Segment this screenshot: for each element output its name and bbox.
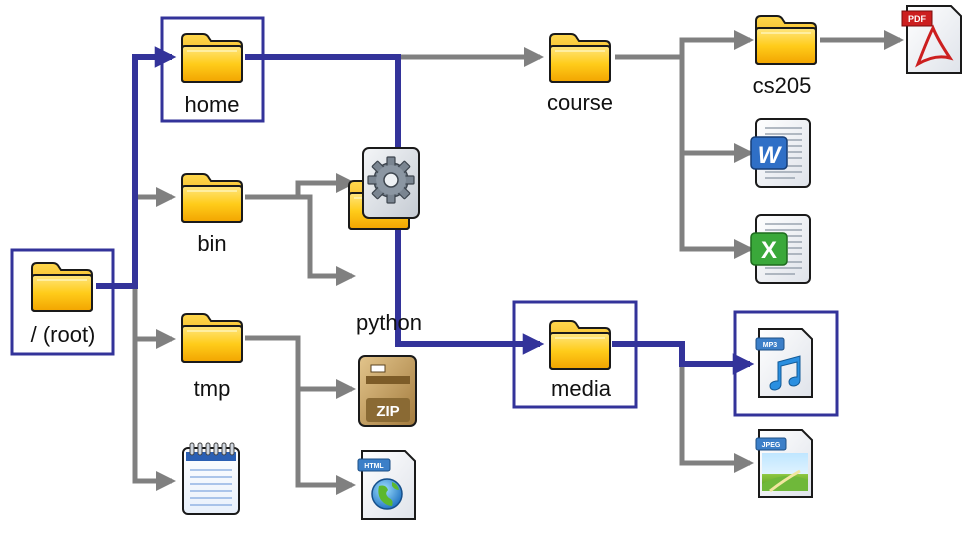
connector-media-to-jpeg	[679, 344, 754, 473]
connector-root-to-tmp	[132, 286, 176, 349]
path-root-to-home	[96, 46, 177, 289]
excel-spreadsheet-icon: X	[750, 214, 811, 284]
zip-badge-label: ZIP	[376, 403, 399, 420]
folder-root[interactable]: / (root)	[31, 262, 96, 347]
folder-icon	[755, 15, 817, 65]
folder-home[interactable]: home	[181, 33, 243, 117]
folder-course[interactable]: course	[547, 33, 613, 115]
folder-tmp[interactable]: tmp	[181, 313, 243, 401]
media-highlight-box	[512, 300, 638, 409]
home-highlight-box	[160, 16, 265, 123]
folder-icon	[181, 313, 243, 363]
root-highlight-box	[10, 248, 115, 356]
cs205-label: cs205	[753, 73, 812, 98]
pdf-file[interactable]: PDF	[901, 5, 962, 74]
connector-bin-to-python	[245, 194, 356, 286]
word-document-icon: W	[750, 118, 811, 188]
gray-connectors	[132, 30, 904, 495]
mp3-audio-icon: MP3	[755, 328, 813, 398]
folder-python[interactable]: python	[348, 147, 422, 335]
root-label: / (root)	[31, 322, 96, 347]
tmp-label: tmp	[194, 376, 231, 401]
folder-icon	[181, 33, 243, 83]
connector-tmp-to-html	[295, 389, 356, 495]
pdf-file-icon: PDF	[901, 5, 962, 74]
mp3-file[interactable]: MP3	[755, 328, 813, 398]
folder-media[interactable]: media	[549, 320, 612, 401]
notepad-icon	[182, 442, 240, 515]
folder-bin[interactable]: bin	[181, 173, 243, 256]
connector-course-to-excel	[679, 153, 754, 259]
folder-cs205[interactable]: cs205	[753, 15, 817, 98]
jpeg-file[interactable]: JPEG	[755, 429, 813, 498]
zip-archive-icon: ZIP	[358, 355, 417, 427]
pdf-badge-label: PDF	[908, 14, 927, 24]
course-label: course	[547, 90, 613, 115]
html-file[interactable]: HTML	[357, 450, 416, 520]
media-label: media	[551, 376, 612, 401]
html-badge-label: HTML	[364, 463, 384, 470]
folder-icon	[31, 262, 93, 312]
excel-spreadsheet[interactable]: X	[750, 214, 811, 284]
word-badge-label: W	[758, 142, 783, 169]
word-document[interactable]: W	[750, 118, 811, 188]
html-file-icon: HTML	[357, 450, 416, 520]
highlight-boxes	[10, 16, 839, 417]
connector-root-to-bin	[132, 187, 176, 286]
jpeg-badge-label: JPEG	[762, 442, 781, 449]
settings-gear-icon	[362, 147, 420, 219]
notepad-file[interactable]	[182, 442, 240, 515]
jpeg-image-icon: JPEG	[755, 429, 813, 498]
home-label: home	[184, 92, 239, 117]
folder-icon	[549, 33, 611, 83]
connector-course-to-cs205	[615, 30, 754, 60]
connector-tmp-to-zip	[245, 335, 356, 399]
connector-bin-to-python-upper	[295, 173, 356, 197]
folder-icon	[181, 173, 243, 223]
excel-badge-label: X	[761, 237, 777, 264]
bin-label: bin	[197, 231, 226, 256]
mp3-highlight-box	[733, 310, 839, 417]
connector-root-to-notepad	[132, 339, 176, 491]
folder-icon	[549, 320, 611, 370]
connector-course-to-word	[679, 57, 754, 163]
mp3-badge-label: MP3	[763, 342, 778, 349]
zip-archive[interactable]: ZIP	[358, 355, 417, 427]
python-label: python	[356, 310, 422, 335]
path-media-to-mp3	[612, 341, 755, 375]
